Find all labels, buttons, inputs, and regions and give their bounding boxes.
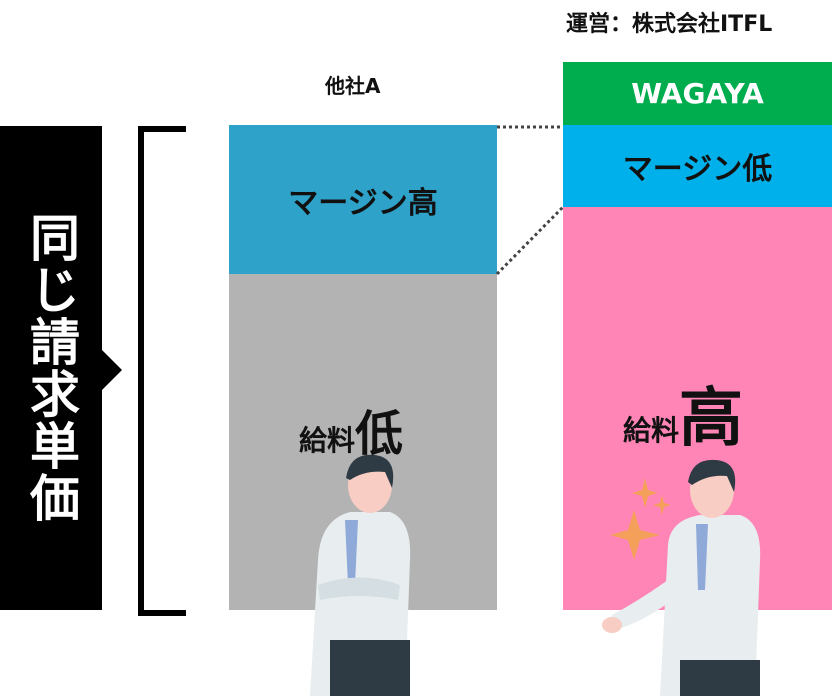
competitor-salary-label: 給料 低 xyxy=(299,394,403,464)
operator-text: 運営：株式会社ITFL xyxy=(566,12,773,37)
arrow-right-icon xyxy=(102,350,122,390)
wagaya-salary-label: 給料 高 xyxy=(623,367,743,459)
dotted-line-bottom xyxy=(495,205,565,276)
salary-level: 低 xyxy=(355,406,404,462)
same-price-label: 同じ請求単価 xyxy=(0,126,102,610)
sparkle-icon xyxy=(632,478,658,508)
salary-level: 高 xyxy=(679,382,744,456)
competitor-salary-block: 給料 低 xyxy=(229,274,497,610)
sparkle-icon xyxy=(653,495,671,515)
person-thinking-illustration xyxy=(310,454,411,696)
wagaya-header: WAGAYA xyxy=(563,62,832,125)
sparkle-icon xyxy=(610,510,660,560)
competitor-title: 他社A xyxy=(325,74,381,98)
salary-prefix: 給料 xyxy=(299,424,356,457)
salary-prefix: 給料 xyxy=(623,414,680,447)
wagaya-margin-block: マージン低 xyxy=(563,125,832,207)
bracket xyxy=(138,126,186,616)
person-happy-illustration xyxy=(602,459,761,696)
competitor-margin-block: マージン高 xyxy=(229,125,497,274)
